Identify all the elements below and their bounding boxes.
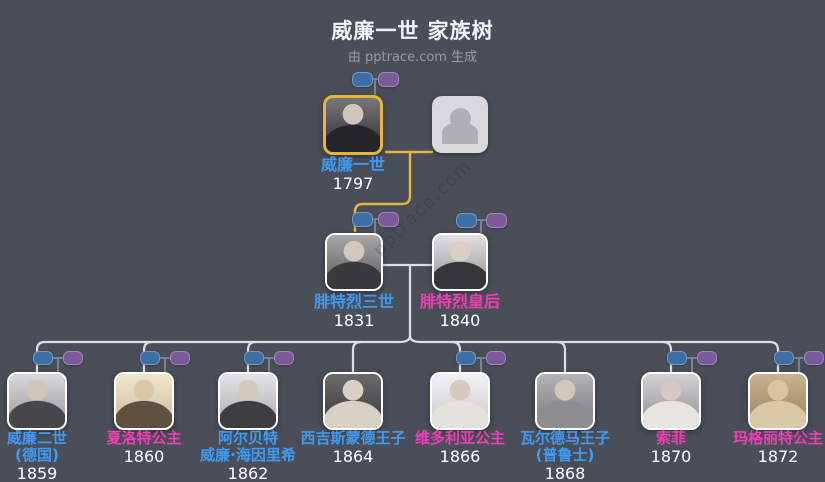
add-female-relative-button[interactable] bbox=[378, 72, 399, 87]
portrait-prince-sigismund bbox=[325, 374, 381, 428]
person-year: 1840 bbox=[439, 311, 481, 330]
person-card-prince-sigismund[interactable] bbox=[323, 372, 383, 430]
page-title: 威廉一世 家族树 bbox=[331, 19, 494, 43]
add-female-relative-button[interactable] bbox=[378, 212, 399, 227]
person-card-prince-waldemar[interactable] bbox=[535, 372, 595, 430]
person-year: 1797 bbox=[332, 174, 374, 193]
person-name: 维多利亚公主 bbox=[414, 429, 505, 447]
person-year: 1868 bbox=[544, 464, 586, 482]
person-name: 威廉一世 bbox=[320, 155, 385, 174]
person-label: 索菲 1870 bbox=[591, 430, 751, 466]
add-male-relative-button[interactable] bbox=[352, 72, 373, 87]
add-female-relative-button[interactable] bbox=[486, 213, 507, 228]
person-year: 1864 bbox=[332, 447, 374, 466]
person-label: 瓦尔德马王子 (普鲁士) 1868 bbox=[485, 430, 645, 482]
person-label: 阿尔贝特 威廉·海因里希 1862 bbox=[168, 430, 328, 482]
person-card-princess-margarete[interactable] bbox=[748, 372, 808, 430]
person-card-albert-wilhelm-heinrich[interactable] bbox=[218, 372, 278, 430]
add-male-relative-button[interactable] bbox=[33, 351, 53, 365]
person-label: 玛格丽特公主 1872 bbox=[698, 430, 825, 466]
person-year: 1831 bbox=[333, 311, 375, 330]
person-label: 夏洛特公主 1860 bbox=[64, 430, 224, 466]
add-male-relative-button[interactable] bbox=[352, 212, 373, 227]
portrait-friedrich-iii bbox=[327, 235, 381, 289]
portrait-princess-margarete bbox=[750, 374, 806, 428]
person-name: 腓特烈皇后 bbox=[419, 292, 500, 311]
portrait-wilhelm-i bbox=[326, 98, 380, 152]
person-year: 1859 bbox=[16, 464, 58, 482]
person-name-line2: (德国) bbox=[15, 446, 59, 464]
person-year: 1866 bbox=[439, 447, 481, 466]
person-name-line2: 威廉·海因里希 bbox=[200, 446, 296, 464]
person-year: 1862 bbox=[227, 464, 269, 482]
add-spouse-placeholder-card[interactable] bbox=[432, 96, 488, 153]
person-name: 夏洛特公主 bbox=[106, 429, 182, 447]
person-name: 玛格丽特公主 bbox=[732, 429, 823, 447]
add-female-relative-button[interactable] bbox=[63, 351, 83, 365]
add-female-relative-button[interactable] bbox=[804, 351, 824, 365]
add-male-relative-button[interactable] bbox=[244, 351, 264, 365]
person-label: 威廉一世 1797 bbox=[273, 156, 433, 193]
portrait-princess-charlotte bbox=[116, 374, 172, 428]
person-card-sophie[interactable] bbox=[641, 372, 701, 430]
person-name: 西吉斯蒙德王子 bbox=[300, 429, 406, 447]
add-female-relative-button[interactable] bbox=[697, 351, 717, 365]
person-silhouette-icon bbox=[442, 122, 478, 144]
person-name: 瓦尔德马王子 bbox=[519, 429, 610, 447]
add-male-relative-button[interactable] bbox=[456, 213, 477, 228]
person-label: 维多利亚公主 1866 bbox=[380, 430, 540, 466]
add-female-relative-button[interactable] bbox=[486, 351, 506, 365]
person-label: 西吉斯蒙德王子 1864 bbox=[273, 430, 433, 466]
person-card-friedrich-iii[interactable] bbox=[325, 233, 383, 291]
person-label: 腓特烈三世 1831 bbox=[274, 293, 434, 330]
person-card-empress-frederick[interactable] bbox=[432, 233, 488, 291]
person-name: 索菲 bbox=[655, 429, 686, 447]
add-male-relative-button[interactable] bbox=[667, 351, 687, 365]
person-year: 1870 bbox=[650, 447, 692, 466]
person-name: 阿尔贝特 bbox=[217, 429, 278, 447]
add-female-relative-button[interactable] bbox=[170, 351, 190, 365]
add-male-relative-button[interactable] bbox=[456, 351, 476, 365]
person-year: 1872 bbox=[757, 447, 799, 466]
person-card-wilhelm-i[interactable] bbox=[323, 95, 383, 155]
add-male-relative-button[interactable] bbox=[140, 351, 160, 365]
add-female-relative-button[interactable] bbox=[274, 351, 294, 365]
person-card-princess-viktoria[interactable] bbox=[430, 372, 490, 430]
portrait-prince-waldemar bbox=[537, 374, 593, 428]
page-subtitle: 由 pptrace.com 生成 bbox=[347, 50, 478, 65]
portrait-princess-viktoria bbox=[432, 374, 488, 428]
portrait-sophie bbox=[643, 374, 699, 428]
person-year: 1860 bbox=[123, 447, 165, 466]
person-name: 腓特烈三世 bbox=[313, 292, 394, 311]
person-label: 腓特烈皇后 1840 bbox=[380, 293, 540, 330]
portrait-empress-frederick bbox=[434, 235, 486, 289]
add-male-relative-button[interactable] bbox=[774, 351, 794, 365]
person-label: 威廉二世 (德国) 1859 bbox=[0, 430, 117, 482]
person-name: 威廉二世 bbox=[6, 429, 67, 447]
person-name-line2: (普鲁士) bbox=[535, 446, 595, 464]
person-card-wilhelm-ii[interactable] bbox=[7, 372, 67, 430]
portrait-albert-wilhelm-heinrich bbox=[220, 374, 276, 428]
portrait-wilhelm-ii bbox=[9, 374, 65, 428]
person-card-princess-charlotte[interactable] bbox=[114, 372, 174, 430]
